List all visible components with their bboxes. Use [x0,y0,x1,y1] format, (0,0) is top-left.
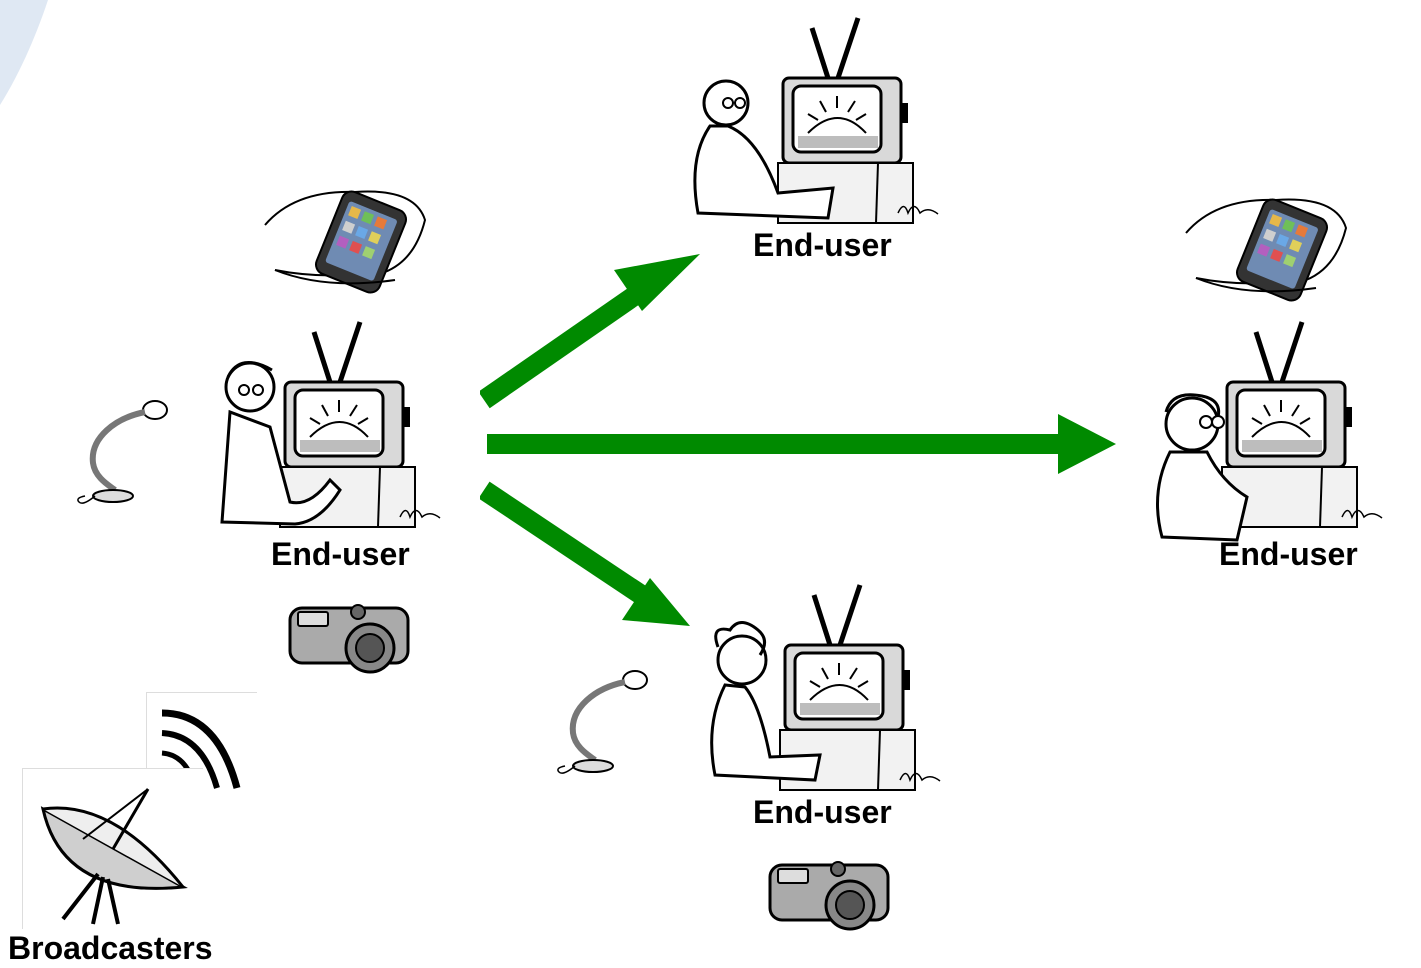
microphone-icon [555,668,660,798]
tv-viewer-top [688,8,986,234]
tv-viewer-bottom [700,575,975,800]
tv-viewer-right [1152,312,1414,548]
corner-swoosh-icon [0,0,48,105]
person-watching-tv-icon [710,575,975,800]
satellite-dish-icon [40,788,188,925]
end-user-label-bottom: End-user [753,794,892,830]
smartphone-in-hand-icon [264,187,426,297]
tv-viewer-left [210,312,480,542]
broadcasters-label: Broadcasters [8,930,213,966]
satellite-dish-panel [22,768,203,929]
person-watching-tv-icon [220,312,480,542]
end-user-label-top: End-user [753,227,892,263]
person-watching-tv-icon [693,8,986,234]
end-user-label-left: End-user [271,536,410,572]
microphone-icon [75,398,170,513]
end-user-label-right: End-user [1219,536,1358,572]
camera-icon [768,860,890,931]
person-watching-tv-icon [1156,312,1414,542]
smartphone-in-hand-icon [1185,195,1347,305]
camera-icon [288,603,410,674]
